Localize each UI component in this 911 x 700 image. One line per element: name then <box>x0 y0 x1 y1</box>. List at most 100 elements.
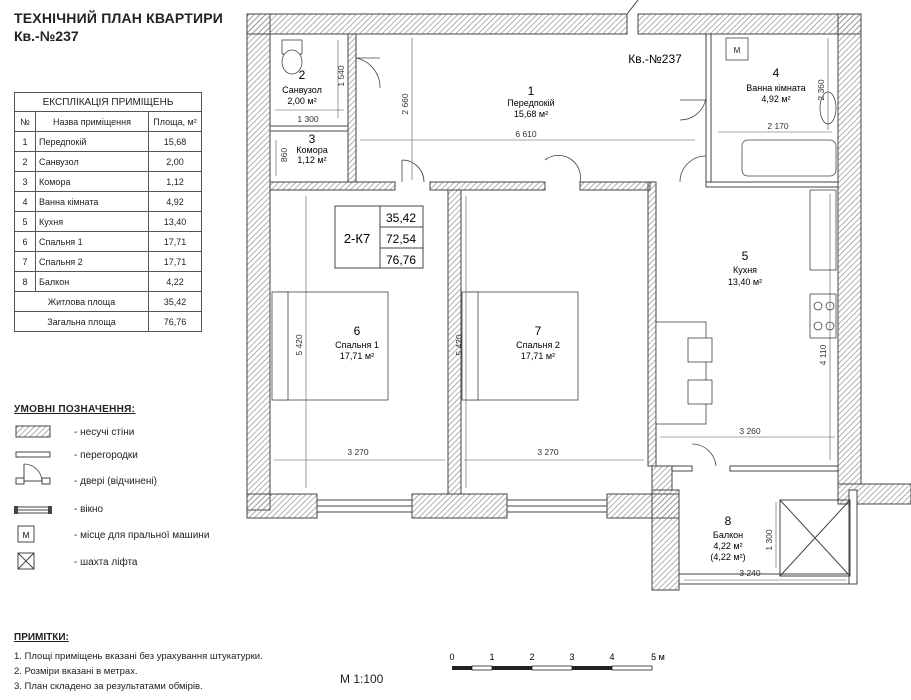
room-1-area: 15,68 м² <box>514 109 548 119</box>
legend-elevator: - шахта ліфта <box>74 557 138 568</box>
summary-total: 76,76 <box>386 253 416 267</box>
cell-n: 1 <box>14 131 36 152</box>
room-5-area: 13,40 м² <box>728 277 762 287</box>
room-7-name: Спальня 2 <box>516 340 560 350</box>
header-number: № <box>14 111 36 132</box>
dim-860: 860 <box>279 148 289 162</box>
room-6-number: 6 <box>354 324 361 338</box>
legend-title: УМОВНІ ПОЗНАЧЕННЯ: <box>14 404 136 415</box>
cell-area: 17,71 <box>148 251 202 272</box>
room-4-name: Ванна кімната <box>746 83 805 93</box>
room-4-number: 4 <box>773 66 780 80</box>
apartment-number: Кв.-№237 <box>14 28 79 44</box>
room-6-area: 17,71 м² <box>340 351 374 361</box>
room-3-name: Комора <box>296 145 327 155</box>
dim-3260: 3 260 <box>739 426 761 436</box>
legend-partitions: - перегородки <box>74 450 138 461</box>
dimension-lines <box>274 38 846 581</box>
dim-1540: 1 540 <box>336 65 346 87</box>
cell-n: 6 <box>14 231 36 252</box>
room-5-number: 5 <box>742 249 749 263</box>
dim-1300-balcony: 1 300 <box>764 529 774 551</box>
room-5-name: Кухня <box>733 265 757 275</box>
scale-label: М 1:100 <box>340 672 384 686</box>
scale-bar: 0 1 2 3 4 5 м <box>449 652 665 671</box>
note-2: 2. Розміри вказані в метрах. <box>14 666 138 677</box>
summary-box: 2-К7 35,42 72,54 76,76 <box>334 205 424 269</box>
scale-tick-0: 0 <box>449 652 454 662</box>
cell-n: 2 <box>14 151 36 172</box>
cell-name: Спальня 1 <box>35 231 149 252</box>
cell-area: 4,92 <box>148 191 202 212</box>
notes-title: ПРИМІТКИ: <box>14 632 69 643</box>
room-6-name: Спальня 1 <box>335 340 379 350</box>
room-7-area: 17,71 м² <box>521 351 555 361</box>
load-wall-icon <box>15 425 51 438</box>
cell-area: 13,40 <box>148 211 202 232</box>
cell-area: 2,00 <box>148 151 202 172</box>
room-4-area: 4,92 м² <box>761 94 790 104</box>
summary-living: 35,42 <box>386 211 416 225</box>
cell-name: Санвузол <box>35 151 149 172</box>
legend-washer: - місце для пральної машини <box>74 530 210 541</box>
note-1: 1. Площі приміщень вказані без урахуванн… <box>14 651 263 662</box>
partition-icon <box>15 451 51 458</box>
washer-icon: М <box>17 525 35 543</box>
dim-2170: 2 170 <box>767 121 789 131</box>
scale-tick-5: 5 м <box>651 652 665 662</box>
living-area-label: Житлова площа <box>14 291 149 312</box>
room-1-name: Передпокій <box>507 98 554 108</box>
cell-name: Кухня <box>35 211 149 232</box>
dim-2360: 2 360 <box>816 79 826 101</box>
doors <box>355 0 717 467</box>
explication-caption: ЕКСПЛІКАЦІЯ ПРИМІЩЕНЬ <box>14 92 202 112</box>
dim-2660: 2 660 <box>400 93 410 115</box>
total-area-value: 76,76 <box>148 311 202 332</box>
room-3-area: 1,12 м² <box>297 155 326 165</box>
cell-n: 3 <box>14 171 36 192</box>
room-2-number: 2 <box>299 68 306 82</box>
room-labels: 1 Передпокій 15,68 м² 2 Санвузол 2,00 м²… <box>282 66 806 562</box>
cell-n: 5 <box>14 211 36 232</box>
dim-5420-bedroom2: 5 420 <box>454 334 464 356</box>
cell-name: Ванна кімната <box>35 191 149 212</box>
dim-1300: 1 300 <box>297 114 319 124</box>
room-2-area: 2,00 м² <box>287 96 316 106</box>
cell-area: 17,71 <box>148 231 202 252</box>
cell-area: 15,68 <box>148 131 202 152</box>
dim-6610: 6 610 <box>515 129 537 139</box>
dim-3270-bedroom1: 3 270 <box>347 447 369 457</box>
room-7-number: 7 <box>535 324 542 338</box>
load-bearing-walls <box>246 13 911 591</box>
dim-3270-bedroom2: 3 270 <box>537 447 559 457</box>
scale-tick-1: 1 <box>489 652 494 662</box>
scale-tick-2: 2 <box>529 652 534 662</box>
fixtures: М <box>271 37 837 425</box>
room-8-area: 4,22 м² <box>713 541 742 551</box>
cell-n: 7 <box>14 251 36 272</box>
cell-name: Комора <box>35 171 149 192</box>
summary-code: 2-К7 <box>344 231 370 246</box>
header-area: Площа, м² <box>148 111 202 132</box>
door-icon <box>15 463 51 485</box>
summary-heated: 72,54 <box>386 232 416 246</box>
cell-area: 4,22 <box>148 271 202 292</box>
cell-n: 4 <box>14 191 36 212</box>
header-name: Назва приміщення <box>35 111 149 132</box>
scale-tick-3: 3 <box>569 652 574 662</box>
partitions <box>269 33 839 472</box>
scale-tick-4: 4 <box>609 652 614 662</box>
legend-doors: - двері (відчинені) <box>74 476 157 487</box>
page-title: ТЕХНІЧНИЙ ПЛАН КВАРТИРИ <box>14 10 224 26</box>
washer-legend-letter: М <box>23 531 30 540</box>
room-3-number: 3 <box>309 132 316 146</box>
cell-name: Передпокій <box>35 131 149 152</box>
elevator-shaft <box>779 499 851 577</box>
room-8-number: 8 <box>725 514 732 528</box>
note-3: 3. План складено за результатами обмірів… <box>14 681 203 692</box>
floor-plan: М 2-К7 35,42 72,54 76,76 Кв.-№237 1 Пере… <box>246 0 911 591</box>
